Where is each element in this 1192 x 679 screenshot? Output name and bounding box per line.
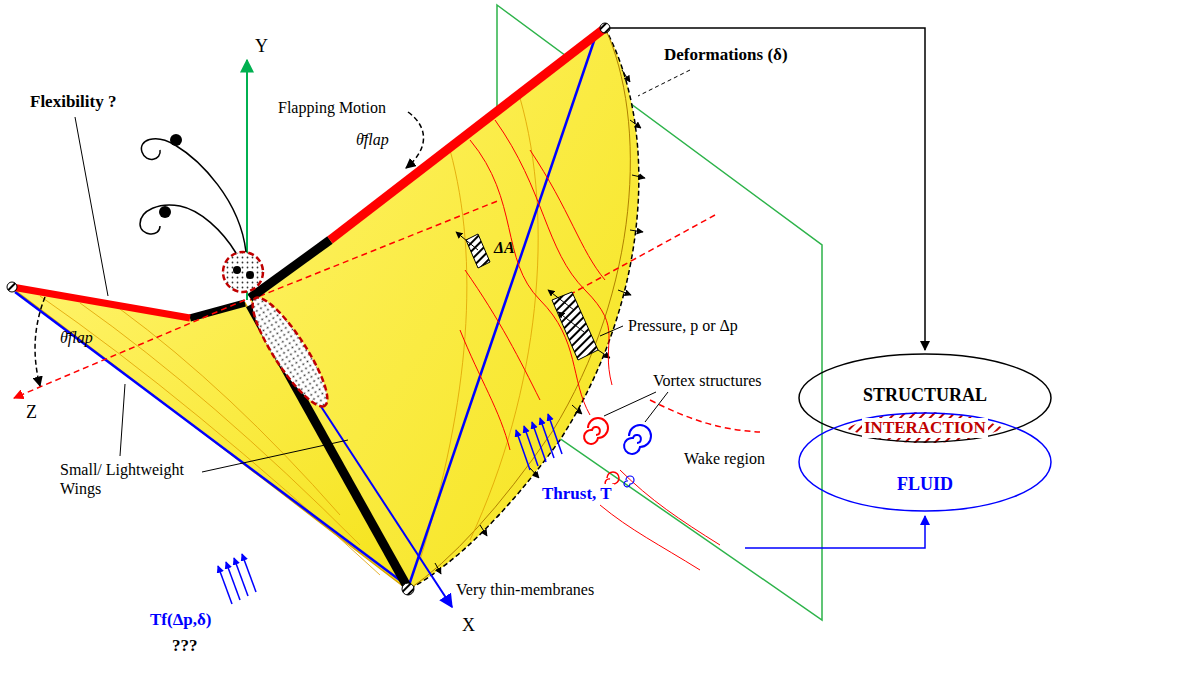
thrust-arrows — [218, 414, 562, 604]
leader-line — [120, 384, 125, 456]
deformed-edge — [408, 28, 639, 590]
axis-label: Z — [26, 402, 37, 424]
antenna — [141, 139, 246, 252]
formula: Tf(Δp,δ) — [150, 610, 212, 630]
thorax — [242, 290, 339, 415]
flap-reference — [250, 200, 500, 300]
annotation: Thrust, T — [540, 484, 614, 504]
fluid-link — [745, 516, 925, 548]
leader-line — [604, 392, 656, 416]
ellipse-border — [799, 413, 1051, 511]
hinge — [7, 282, 17, 292]
wake-streamlines — [460, 120, 720, 570]
flap-arc — [35, 297, 45, 386]
head — [223, 252, 263, 292]
interaction-label: INTERACTION — [862, 418, 988, 438]
hinge — [600, 23, 610, 33]
left-leading-edge — [12, 287, 190, 318]
axis-label: Y — [255, 36, 268, 58]
annotation: Flexibility ? — [30, 92, 116, 112]
structure-link — [610, 28, 925, 350]
area-element — [466, 234, 490, 268]
deformation-arrows — [435, 70, 645, 574]
leader-line — [645, 392, 668, 422]
eye — [246, 271, 254, 279]
antenna-tip — [159, 206, 171, 218]
right-wing — [250, 28, 639, 590]
trailing-edge — [408, 28, 630, 590]
leader-line — [202, 440, 348, 472]
annotation: ??? — [172, 636, 198, 656]
angle-symbol: θ̄flap — [356, 130, 389, 149]
annotation: Deformations (δ) — [664, 45, 788, 65]
annotation: Vortex structures — [651, 371, 764, 390]
vortex — [624, 476, 634, 487]
node-label: STRUCTURAL — [798, 385, 1052, 406]
normal-arrow — [456, 232, 478, 250]
annotation: Very thin-membranes — [456, 580, 594, 599]
angle-symbol: θ̄flap — [60, 328, 93, 347]
vortex — [624, 425, 651, 454]
right-wing-shading — [420, 98, 538, 560]
z-axis — [14, 300, 245, 398]
leader-line — [638, 70, 690, 96]
annotation: Small/ Lightweight Wings — [60, 460, 200, 498]
annotation: Flapping Motion — [278, 98, 386, 117]
antenna-tip — [170, 134, 182, 146]
wake-dashed-lines — [560, 215, 760, 432]
ellipse-border — [799, 354, 1051, 442]
annotation: Wake region — [682, 449, 767, 468]
leader-line — [75, 117, 108, 296]
left-root-bar — [190, 303, 245, 318]
eye — [233, 266, 241, 274]
flap-arc — [406, 112, 424, 168]
annotation: Pressure, p or Δp — [626, 316, 740, 335]
area-symbol: ΔA — [494, 238, 515, 257]
leader-line — [600, 326, 623, 336]
antenna — [140, 205, 236, 253]
vortex — [584, 418, 608, 444]
axis-label: X — [462, 615, 475, 637]
pressure-element — [552, 292, 598, 360]
node-label: FLUID — [798, 474, 1052, 495]
pressure-arrows — [548, 290, 584, 332]
hinge — [402, 583, 414, 595]
